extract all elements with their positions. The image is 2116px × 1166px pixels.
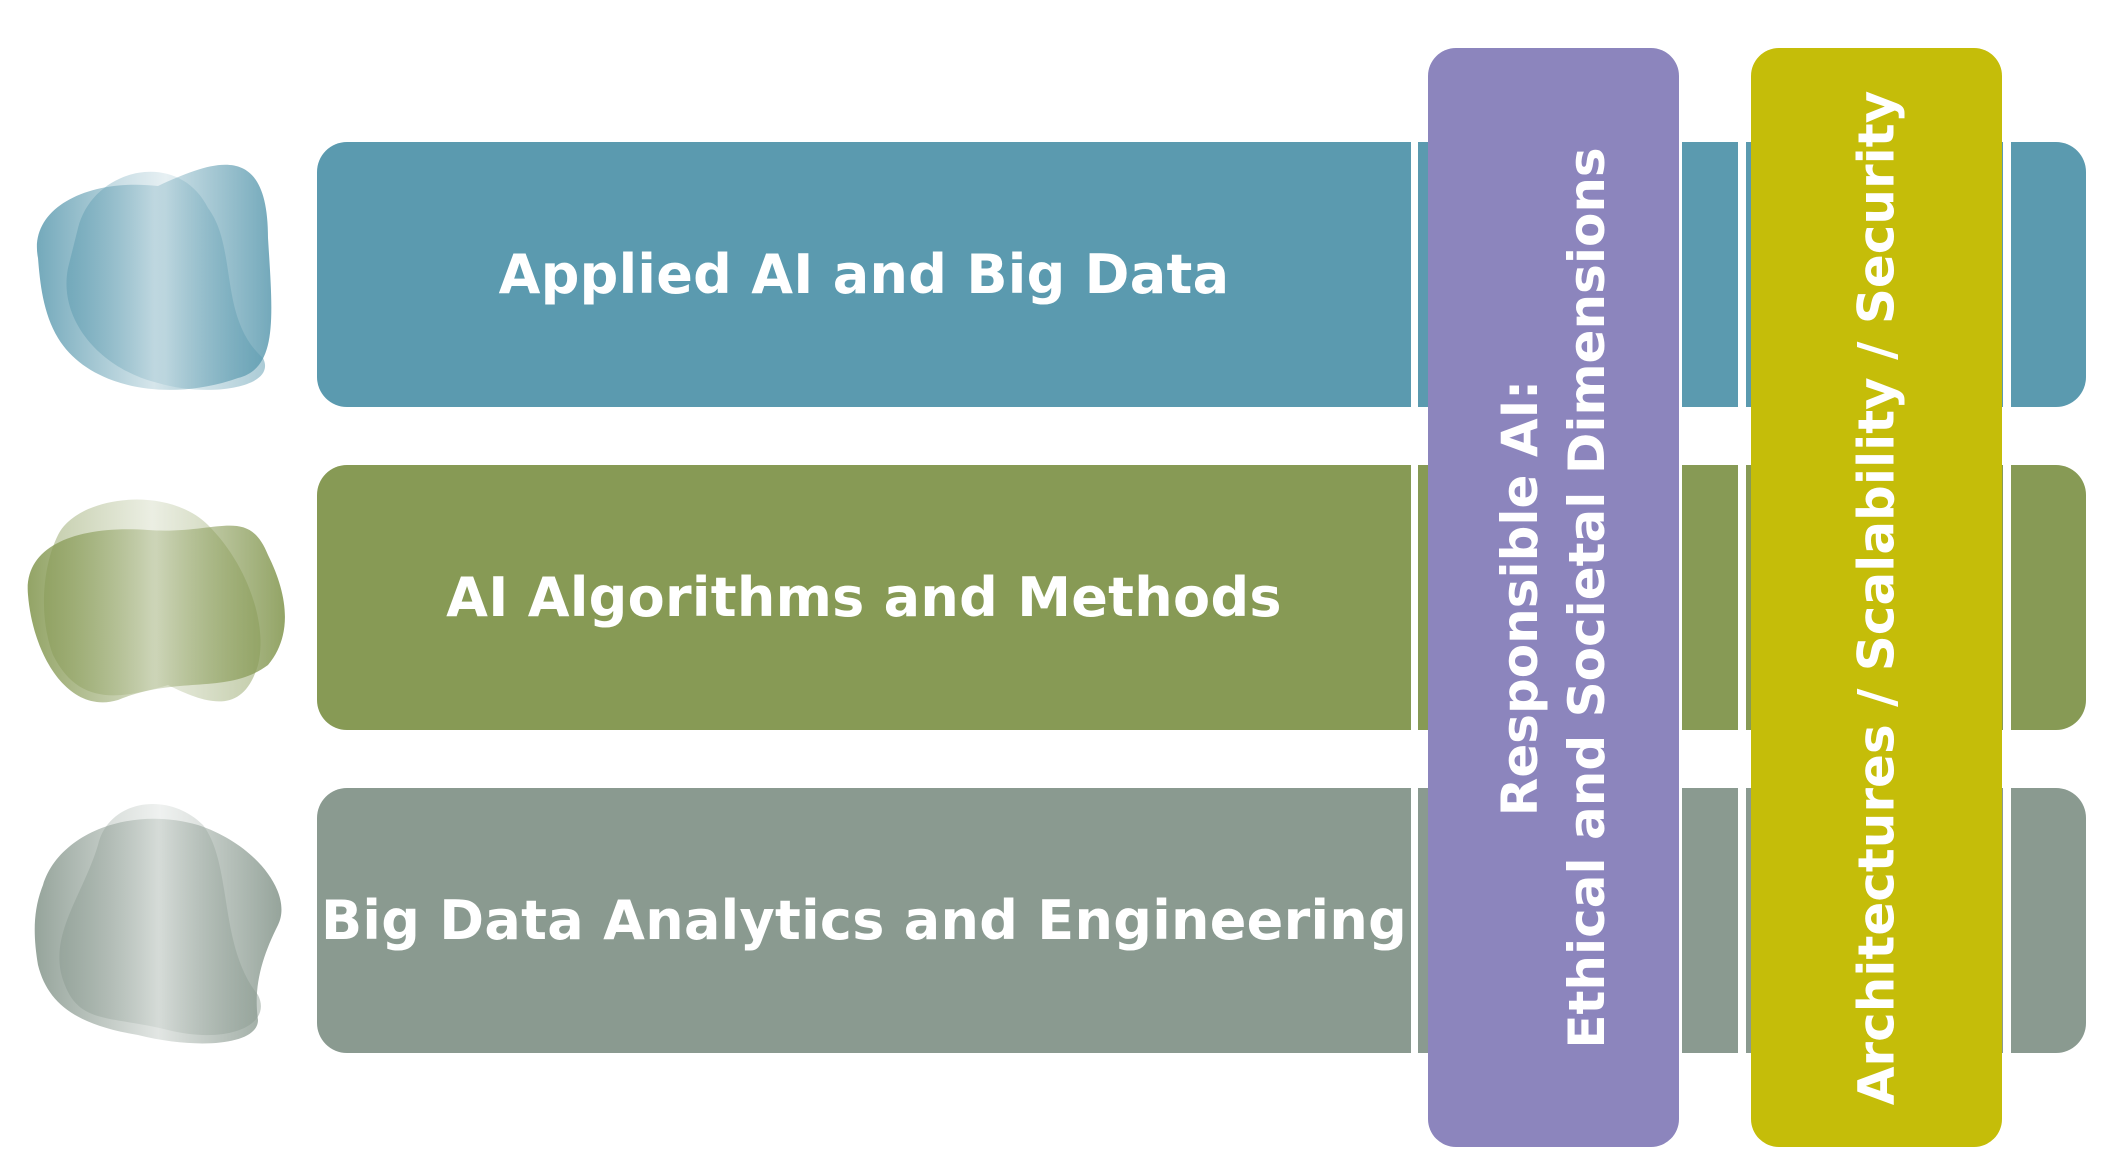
band-divider bbox=[2003, 142, 2011, 407]
pillar-subtitle-line: Ethical and Societal Dimensions bbox=[1557, 146, 1616, 1049]
pillar-title-line: Architectures / Scalability / Security bbox=[1847, 90, 1905, 1105]
band-divider bbox=[1411, 142, 1418, 407]
blob-icon-applied-ai bbox=[36, 164, 272, 390]
blob-icon-algorithms bbox=[27, 499, 285, 703]
band-divider bbox=[1411, 788, 1418, 1053]
band-divider bbox=[1411, 465, 1418, 730]
pillar-text-responsible-ai: Responsible AI: Ethical and Societal Dim… bbox=[1487, 147, 1621, 1048]
pillar-responsible-ai: Responsible AI: Ethical and Societal Dim… bbox=[1428, 48, 1679, 1147]
blob-icon-analytics bbox=[34, 803, 282, 1044]
pillar-text-architectures: Architectures / Scalability / Security bbox=[1843, 90, 1910, 1105]
band-label-applied-ai: Applied AI and Big Data bbox=[498, 243, 1230, 306]
band-divider bbox=[1738, 142, 1746, 407]
band-divider bbox=[2003, 788, 2011, 1053]
pillar-architectures: Architectures / Scalability / Security bbox=[1751, 48, 2002, 1147]
band-label-analytics: Big Data Analytics and Engineering bbox=[320, 889, 1408, 952]
band-divider bbox=[1738, 788, 1746, 1053]
band-divider bbox=[1738, 465, 1746, 730]
band-divider bbox=[2003, 465, 2011, 730]
band-label-algorithms: AI Algorithms and Methods bbox=[446, 566, 1282, 629]
pillar-title-line: Responsible AI: bbox=[1490, 379, 1549, 816]
